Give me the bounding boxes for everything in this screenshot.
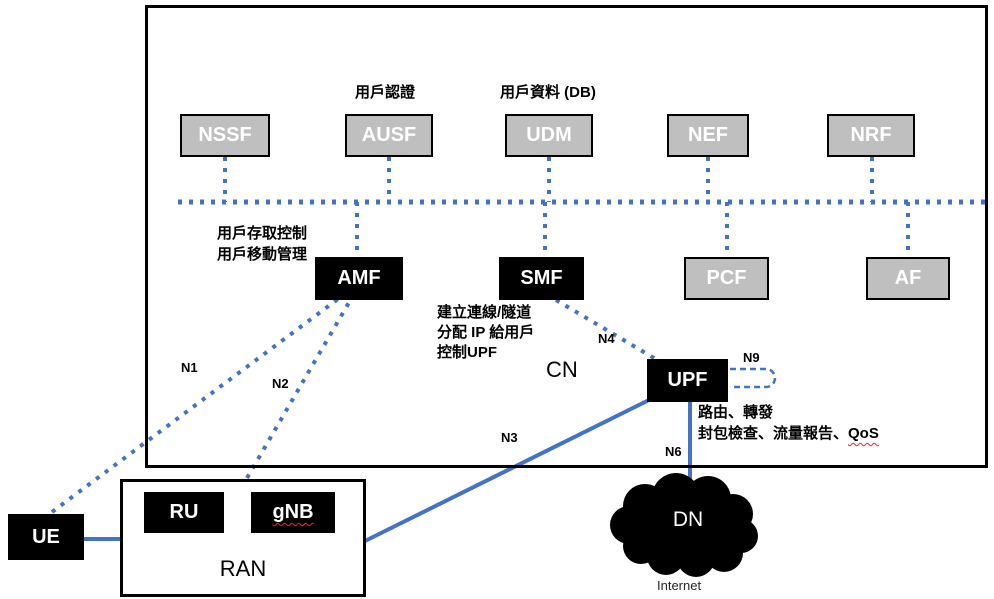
n1-link-line bbox=[50, 297, 340, 514]
upf-note-2-qos: QoS bbox=[848, 425, 879, 442]
node-nrf: NRF bbox=[827, 114, 915, 157]
n4-link-line bbox=[554, 298, 661, 363]
node-pcf: PCF bbox=[684, 257, 769, 300]
node-ausf: AUSF bbox=[345, 114, 433, 157]
ran-label: RAN bbox=[219, 556, 267, 581]
node-gnb: gNB bbox=[251, 492, 335, 533]
n1-label: N1 bbox=[181, 360, 198, 375]
dn-cloud bbox=[610, 473, 758, 577]
smf-note-2: 分配 IP 給用戶 bbox=[437, 324, 535, 341]
n4-label: N4 bbox=[598, 331, 615, 346]
cn-label: CN bbox=[546, 357, 578, 382]
ausf-note: 用戶認證 bbox=[355, 84, 416, 101]
internet-label: Internet bbox=[657, 578, 702, 593]
node-smf: SMF bbox=[499, 257, 584, 300]
node-af: AF bbox=[866, 257, 950, 300]
n3-label: N3 bbox=[501, 430, 518, 445]
node-amf: AMF bbox=[315, 257, 403, 300]
gnb-label: gNB bbox=[272, 501, 314, 523]
node-ue: UE bbox=[8, 514, 84, 560]
node-nssf: NSSF bbox=[180, 114, 270, 157]
n3-link-line bbox=[364, 395, 656, 543]
smf-note-3: 控制UPF bbox=[437, 344, 498, 361]
smf-note-1: 建立連線/隧道 bbox=[437, 304, 532, 321]
upf-note-2: 封包檢查、流量報告、QoS bbox=[698, 424, 879, 444]
n2-label: N2 bbox=[272, 376, 289, 391]
core-network-frame bbox=[145, 5, 988, 468]
upf-note-1: 路由、轉發 bbox=[698, 404, 774, 421]
n6-label: N6 bbox=[665, 444, 682, 459]
node-udm: UDM bbox=[505, 114, 593, 157]
node-ru: RU bbox=[144, 492, 224, 533]
amf-note-2: 用戶移動管理 bbox=[217, 246, 308, 263]
node-nef: NEF bbox=[667, 114, 749, 157]
node-upf: UPF bbox=[647, 359, 728, 402]
dn-label: DN bbox=[672, 508, 704, 531]
n9-label: N9 bbox=[743, 350, 760, 365]
udm-note: 用戶資料 (DB) bbox=[500, 84, 596, 101]
upf-note-2-text: 封包檢查、流量報告、 bbox=[698, 425, 849, 442]
n2-link-line bbox=[245, 297, 353, 480]
n9-loop-line bbox=[730, 367, 777, 389]
amf-note-1: 用戶存取控制 bbox=[217, 225, 308, 242]
